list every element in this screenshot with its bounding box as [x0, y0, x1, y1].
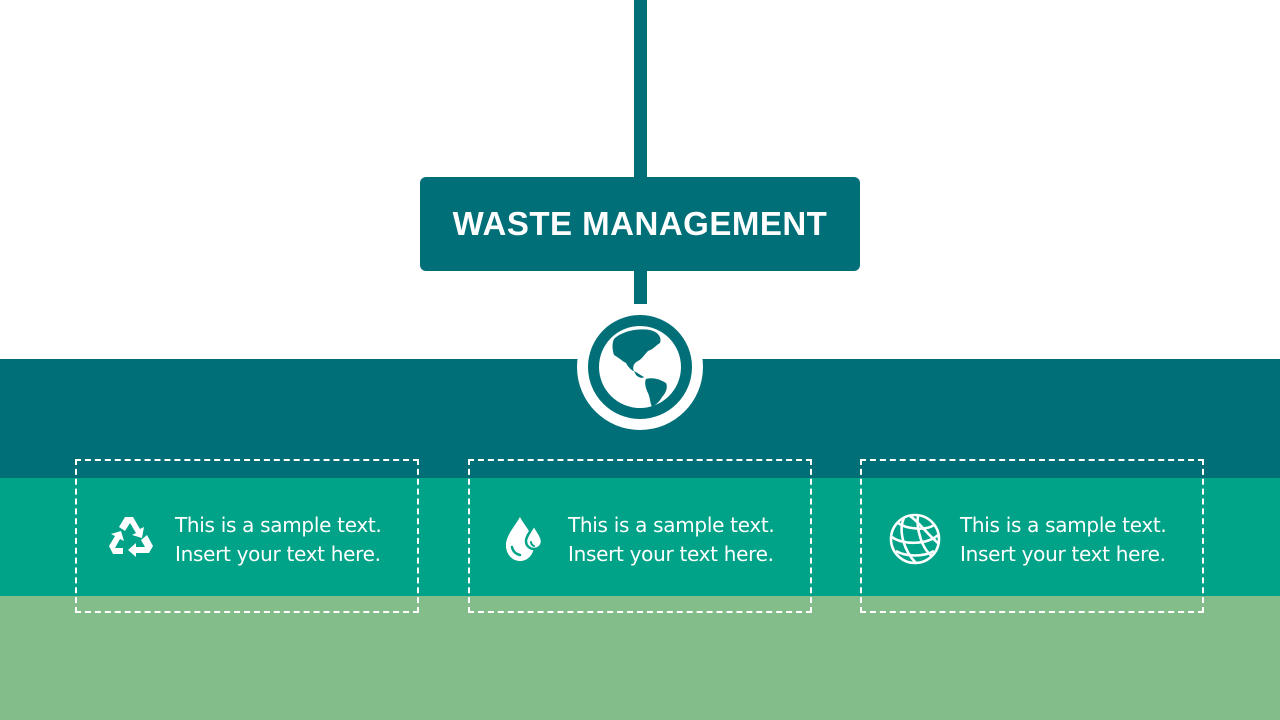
recycle-icon — [103, 511, 157, 565]
info-card-recycle[interactable]: This is a sample text. Insert your text … — [75, 459, 419, 613]
card-text-line-1: This is a sample text. — [568, 513, 775, 537]
card-text-line-2: Insert your text here. — [960, 542, 1166, 566]
light-green-band — [0, 596, 1280, 720]
card-text-line-1: This is a sample text. — [175, 513, 382, 537]
page-title: WASTE MANAGEMENT — [452, 205, 828, 242]
green-band — [0, 478, 1280, 596]
globe-grid-icon — [888, 511, 942, 565]
center-globe-badge — [577, 304, 703, 430]
card-text-line-2: Insert your text here. — [175, 542, 381, 566]
earth-globe-icon — [588, 315, 692, 419]
water-drops-icon — [496, 511, 550, 565]
info-card-water[interactable]: This is a sample text. Insert your text … — [468, 459, 812, 613]
connector-line-top — [634, 0, 647, 180]
title-box: WASTE MANAGEMENT — [420, 177, 860, 271]
connector-line-middle — [634, 268, 647, 304]
info-card-globe[interactable]: This is a sample text. Insert your text … — [860, 459, 1204, 613]
card-text: This is a sample text. Insert your text … — [568, 511, 775, 569]
card-text: This is a sample text. Insert your text … — [175, 511, 382, 569]
card-text-line-1: This is a sample text. — [960, 513, 1167, 537]
card-text: This is a sample text. Insert your text … — [960, 511, 1167, 569]
card-text-line-2: Insert your text here. — [568, 542, 774, 566]
